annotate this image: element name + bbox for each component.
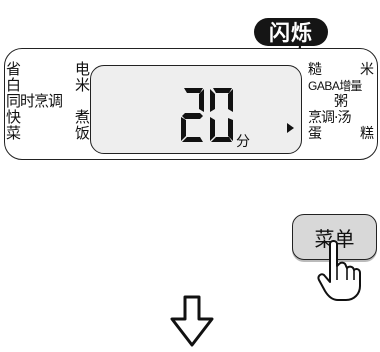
mode-label: 同时 <box>6 92 35 110</box>
mode-label-row: 快 煮 <box>6 109 90 125</box>
mode-label: 增量 <box>339 79 362 93</box>
mode-label-row: 同时烹调 <box>6 93 90 109</box>
mode-label: 米 <box>360 62 374 78</box>
triangle-pointer-icon <box>287 123 294 133</box>
mode-label: GABA <box>308 79 340 93</box>
mode-label-row: 糙 米 <box>308 62 374 78</box>
pointing-hand-icon <box>317 240 361 301</box>
left-mode-labels: 省 电 白 米 同时烹调 快 煮 菜 饭 <box>6 61 90 141</box>
mode-label-row: 蛋 糕 <box>308 126 374 142</box>
mode-label: 烹调 <box>34 92 63 110</box>
mode-label: 蛋 <box>308 126 322 142</box>
mode-label: 煮 <box>74 108 90 126</box>
mode-label-row: 粥 <box>308 94 374 110</box>
mode-label: 糙 <box>308 62 322 78</box>
blink-callout-label: 闪烁 <box>269 21 313 45</box>
mode-label-row: 菜 饭 <box>6 125 90 141</box>
mode-label-row: 省 电 <box>6 61 90 77</box>
mode-label: 饭 <box>74 124 90 142</box>
mode-label: 米 <box>74 76 90 94</box>
blink-callout: 闪烁 <box>254 18 328 46</box>
mode-label-row: 白 米 <box>6 77 90 93</box>
digit-0 <box>210 88 233 142</box>
mode-label: 烹调·汤 <box>308 110 351 126</box>
mode-label: 白 <box>6 76 22 94</box>
down-arrow-icon <box>170 295 214 347</box>
mode-label: 菜 <box>6 124 22 142</box>
mode-label: 糕 <box>360 126 374 142</box>
digit-2 <box>181 88 204 142</box>
time-unit-label: 分 <box>236 134 250 150</box>
lcd-digits: 20 <box>181 88 233 142</box>
mode-label-row: 烹调·汤 <box>308 110 374 126</box>
mode-label: 粥 <box>334 94 348 110</box>
mode-label: 快 <box>6 108 22 126</box>
mode-label: 省 <box>6 60 22 78</box>
mode-label: 电 <box>74 60 90 78</box>
